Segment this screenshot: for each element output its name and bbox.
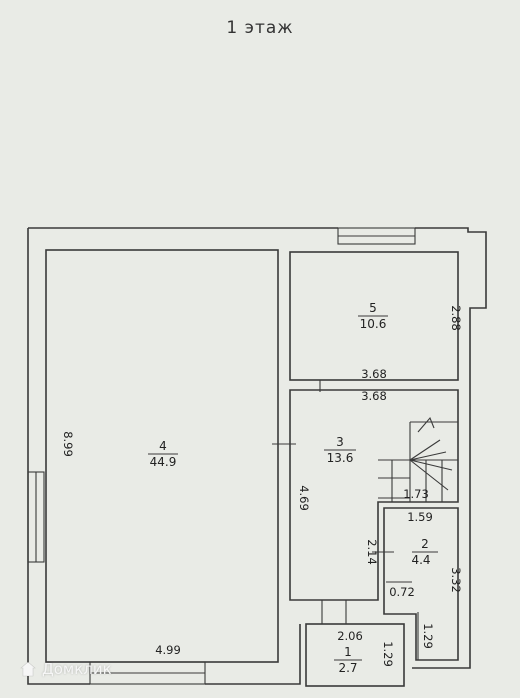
domclick-logo-icon — [20, 661, 36, 677]
watermark: Домклик — [20, 660, 112, 678]
room-3-area: 13.6 — [327, 451, 354, 465]
dim-1-29-room-2: 1.29 — [421, 623, 435, 649]
dim-2-88: 2.88 — [449, 305, 463, 331]
watermark-text: Домклик — [42, 660, 112, 678]
window-top — [337, 227, 416, 245]
room-2-area: 4.4 — [411, 553, 430, 567]
room-5-number: 5 — [369, 301, 377, 315]
dim-2-14: 2.14 — [365, 539, 379, 565]
room-5-outline — [289, 251, 459, 381]
door-marks — [272, 380, 419, 660]
room-4-area: 44.9 — [150, 455, 177, 469]
room-4-number: 4 — [159, 439, 167, 453]
dim-3-68-top: 3.68 — [361, 367, 387, 381]
room-3-number: 3 — [336, 435, 344, 449]
dim-2-06: 2.06 — [337, 629, 363, 643]
dim-4-99: 4.99 — [155, 643, 181, 657]
dim-0-72: 0.72 — [389, 585, 415, 599]
dim-1-73: 1.73 — [403, 487, 429, 501]
room-3-outline — [289, 389, 459, 601]
staircase — [378, 416, 458, 502]
dim-1-29-room-1: 1.29 — [381, 641, 395, 667]
room-5-area: 10.6 — [360, 317, 387, 331]
room-1-outline — [305, 623, 405, 687]
outer-wall-left — [27, 228, 301, 685]
room-2-outline — [383, 507, 459, 661]
outer-wall — [28, 227, 487, 669]
room-2-number: 2 — [421, 537, 429, 551]
room-1-area: 2.7 — [338, 661, 357, 675]
room-4-outline — [45, 249, 279, 663]
dim-4-69: 4.69 — [297, 485, 311, 511]
dim-8-99: 8.99 — [61, 431, 75, 457]
plan-title: 1 этаж — [226, 18, 294, 38]
window-left — [27, 471, 45, 563]
dim-1-59: 1.59 — [407, 510, 433, 524]
dim-3-68-bottom: 3.68 — [361, 389, 387, 403]
room-1-number: 1 — [344, 645, 352, 659]
dim-3-32: 3.32 — [449, 567, 463, 593]
